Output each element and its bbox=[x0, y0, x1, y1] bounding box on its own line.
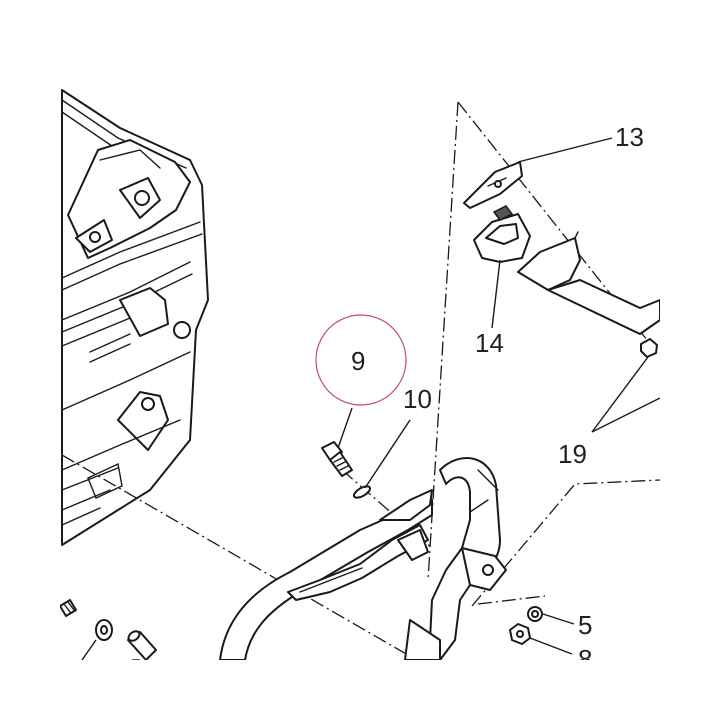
callout-14: 14 bbox=[475, 328, 504, 358]
top-case bbox=[61, 89, 209, 546]
callout-9: 9 bbox=[351, 346, 365, 376]
callout-10: 10 bbox=[403, 384, 432, 414]
part-8-nut bbox=[509, 623, 531, 645]
part-9-bolt bbox=[321, 441, 353, 477]
leader-lines bbox=[337, 137, 661, 655]
callout-13: 13 bbox=[615, 122, 644, 152]
part-10-washer bbox=[352, 485, 372, 499]
highlight-circle bbox=[315, 314, 407, 406]
bottom-margin bbox=[0, 660, 720, 720]
left-margin bbox=[0, 0, 60, 720]
right-mount-bracket bbox=[517, 231, 661, 335]
part-14-rubber-block bbox=[473, 205, 531, 263]
rack-frame bbox=[219, 457, 507, 663]
callout-19: 19 bbox=[558, 439, 587, 469]
part-19-nut bbox=[640, 338, 658, 358]
part-5-washer bbox=[527, 606, 543, 622]
callout-5: 5 bbox=[578, 610, 592, 640]
right-margin bbox=[660, 0, 720, 720]
part-13-bracket bbox=[463, 161, 523, 209]
lower-left-hardware bbox=[59, 599, 157, 661]
